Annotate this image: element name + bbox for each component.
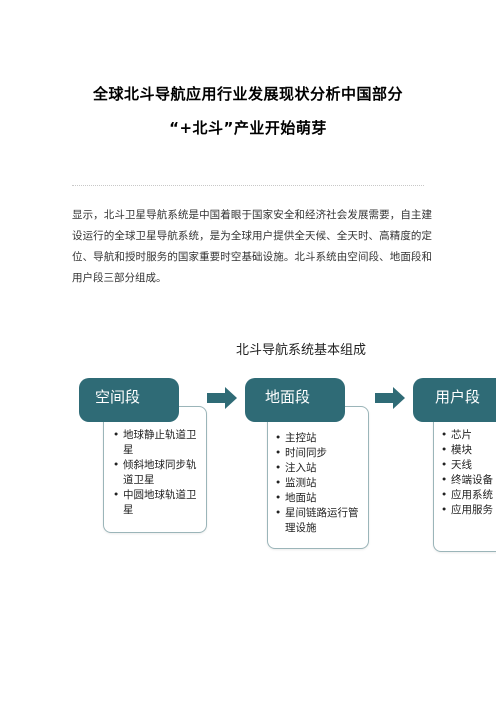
list-item: 注入站 xyxy=(275,461,363,476)
list-item: 中圆地球轨道卫星 xyxy=(113,488,203,518)
list-item: 主控站 xyxy=(275,431,363,446)
list-item: 时间同步 xyxy=(275,446,363,461)
segment-user-header: 用户段 xyxy=(413,378,496,422)
divider xyxy=(72,185,424,186)
list-item: 应用系统 xyxy=(441,488,496,503)
segment-ground-name: 地面段 xyxy=(265,388,311,406)
segment-ground-items: 主控站 时间同步 注入站 监测站 地面站 星间链路运行管理设施 xyxy=(275,431,363,536)
list-item: 监测站 xyxy=(275,476,363,491)
list-item: 模块 xyxy=(441,443,496,458)
segment-space-items: 地球静止轨道卫星 倾斜地球同步轨道卫星 中圆地球轨道卫星 xyxy=(113,428,203,518)
list-item: 应用服务 xyxy=(441,503,496,518)
arrow-right-icon xyxy=(375,387,405,409)
list-item: 地面站 xyxy=(275,491,363,506)
list-item: 芯片 xyxy=(441,428,496,443)
diagram-title: 北斗导航系统基本组成 xyxy=(236,343,367,358)
body-paragraph: 显示，北斗卫星导航系统是中国着眼于国家安全和经济社会发展需要，自主建设运行的全球… xyxy=(72,209,432,284)
list-item: 地球静止轨道卫星 xyxy=(113,428,203,458)
segment-user: 用户段 芯片 模块 天线 终端设备 应用系统 应用服务 xyxy=(413,378,496,558)
document-title-line-1: 全球北斗导航应用行业发展现状分析中国部分 xyxy=(92,85,403,103)
list-item: 星间链路运行管理设施 xyxy=(275,506,363,536)
segment-space-name: 空间段 xyxy=(95,388,141,406)
list-item: 倾斜地球同步轨道卫星 xyxy=(113,458,203,488)
list-item: 终端设备 xyxy=(441,473,496,488)
segment-user-items: 芯片 模块 天线 终端设备 应用系统 应用服务 xyxy=(441,428,496,518)
document-title-line-2: “+北斗”产业开始萌芽 xyxy=(169,119,327,137)
list-item: 天线 xyxy=(441,458,496,473)
segment-space-header: 空间段 xyxy=(79,378,179,422)
arrow-right-icon xyxy=(207,387,237,409)
segment-ground-header: 地面段 xyxy=(245,378,345,422)
segment-user-name: 用户段 xyxy=(435,388,481,406)
